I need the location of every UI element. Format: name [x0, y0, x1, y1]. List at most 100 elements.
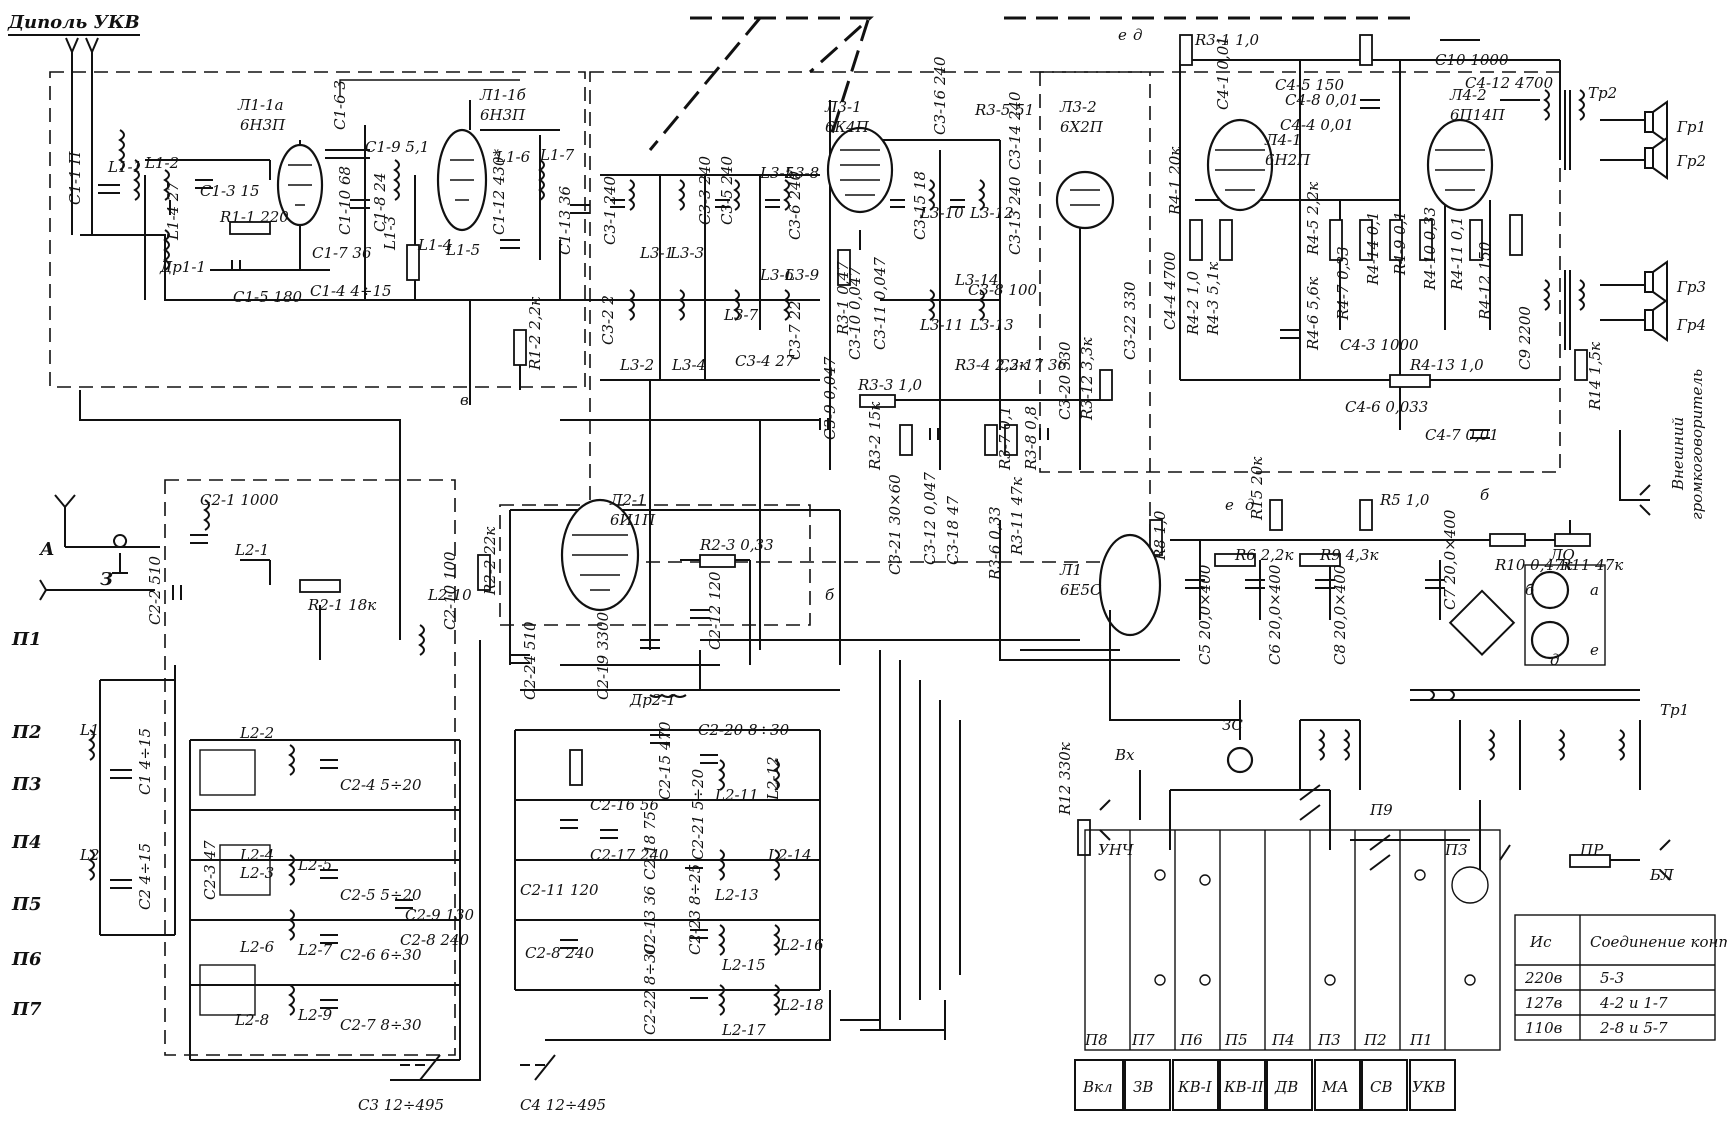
svg-text:R4-9 0,1: R4-9 0,1	[1391, 211, 1409, 276]
svg-text:С3-7 22: С3-7 22	[786, 301, 804, 361]
svg-text:б: б	[1480, 486, 1490, 504]
svg-text:С2-1 1000: С2-1 1000	[200, 491, 279, 509]
svg-text:R4-5 2,2к: R4-5 2,2к	[1304, 182, 1322, 256]
button-dv[interactable]	[1266, 1059, 1313, 1111]
button-sv[interactable]	[1361, 1059, 1408, 1111]
svg-text:б: б	[1525, 581, 1535, 599]
svg-text:R11 47к: R11 47к	[1559, 556, 1623, 574]
svg-text:L2-17: L2-17	[721, 1021, 766, 1039]
svg-text:А: А	[38, 539, 55, 560]
heterodyne-coil-bank: С2-15 470 С2-20 8÷30 L2-11 L2-12 С2-16 5…	[514, 721, 831, 1041]
svg-text:6П14П: 6П14П	[1450, 106, 1506, 124]
svg-text:С3-22 330: С3-22 330	[1121, 281, 1139, 360]
svg-text:R2-1 18к: R2-1 18к	[307, 596, 376, 614]
svg-text:МА[interactable]: МА	[1321, 1078, 1349, 1096]
svg-text:П8: П8	[1084, 1031, 1108, 1049]
button-ma[interactable]	[1314, 1059, 1361, 1111]
svg-text:П7: П7	[1131, 1031, 1155, 1049]
svg-text:П1: П1	[11, 629, 42, 650]
svg-text:С3-8 100: С3-8 100	[968, 281, 1037, 299]
button-ukv[interactable]	[1409, 1059, 1456, 1111]
button-kv2[interactable]	[1219, 1059, 1266, 1111]
svg-text:R3-5 51: R3-5 51	[974, 101, 1034, 119]
svg-text:R3-6 0,33: R3-6 0,33	[986, 506, 1004, 581]
svg-text:П6: П6	[11, 949, 42, 970]
svg-text:L2-11: L2-11	[714, 786, 759, 804]
svg-text:ЗВ[interactable]: ЗВ	[1133, 1078, 1153, 1096]
oscillator-coil-bank: L2-2 L2-3 L2-4 L2-5 L2-6 L2-7 L2-8 L2-9 …	[189, 724, 474, 1061]
svg-text:С6 20,0×400: С6 20,0×400	[1266, 564, 1284, 665]
svg-text:L2-7: L2-7	[297, 941, 333, 959]
svg-text:СВ[interactable]: СВ	[1370, 1078, 1393, 1096]
svg-text:С1-9 5,1: С1-9 5,1	[365, 138, 429, 156]
svg-text:С2-16 56: С2-16 56	[590, 796, 659, 814]
svg-text:С1-3 15: С1-3 15	[200, 182, 260, 200]
svg-text:L3-3: L3-3	[669, 244, 704, 262]
band-buttons[interactable]: Вкл ЗВ КВ-I КВ-II ДВ МА СВ УКВ	[1074, 1059, 1456, 1111]
svg-text:П6: П6	[1179, 1031, 1203, 1049]
svg-text:П3: П3	[11, 774, 42, 795]
svg-text:6Н3П: 6Н3П	[480, 106, 526, 124]
svg-text:С1-12 430*: С1-12 430*	[490, 148, 508, 235]
svg-text:С2-18 75: С2-18 75	[641, 811, 659, 880]
svg-text:С2-9 130: С2-9 130	[405, 906, 474, 924]
svg-text:Вкл[interactable]: Вкл	[1082, 1078, 1113, 1096]
svg-text:ДВ[interactable]: ДВ	[1274, 1078, 1298, 1096]
svg-text:д: д	[1133, 26, 1143, 44]
svg-text:Тр2: Тр2	[1588, 84, 1617, 102]
svg-text:Др1-1: Др1-1	[159, 258, 206, 276]
svg-text:КВ-II[interactable]: КВ-II	[1223, 1078, 1265, 1096]
svg-text:4-2 и 1-7: 4-2 и 1-7	[1599, 994, 1668, 1012]
svg-text:С1-1 П: С1-1 П	[66, 151, 84, 205]
svg-text:С4-4 4700: С4-4 4700	[1161, 251, 1179, 330]
svg-text:6Х2П: 6Х2П	[1060, 118, 1104, 136]
svg-text:Л4-2: Л4-2	[1449, 86, 1487, 104]
button-kv1[interactable]	[1172, 1059, 1219, 1111]
speaker-gr1-icon	[1644, 100, 1668, 144]
svg-text:С3-12 0,047: С3-12 0,047	[921, 472, 939, 565]
tube-l1-6e5c-icon	[1098, 533, 1162, 637]
svg-text:С2-8 240: С2-8 240	[400, 931, 469, 949]
svg-text:С3-14 240: С3-14 240	[1006, 91, 1024, 170]
svg-text:ЛО: ЛО	[1549, 546, 1575, 564]
svg-text:L2-1: L2-1	[234, 541, 269, 559]
svg-text:R4-14 0,1: R4-14 0,1	[1364, 211, 1382, 286]
svg-text:С4-7 0,01: С4-7 0,01	[1425, 426, 1499, 444]
svg-text:С4 12÷495: С4 12÷495	[520, 1096, 606, 1114]
svg-text:L2-15: L2-15	[721, 956, 766, 974]
svg-text:С3-4 27: С3-4 27	[735, 352, 795, 370]
button-zv[interactable]	[1124, 1059, 1171, 1111]
svg-text:С2-8 240: С2-8 240	[525, 944, 594, 962]
if-stage: С3-1 240 С3-2 2 L3-1 L3-2 L3-3 L3-4 С3-3…	[599, 56, 1139, 581]
svg-text:УКВ[interactable]: УКВ	[1412, 1078, 1445, 1096]
svg-text:R3-4 2,2к: R3-4 2,2к	[954, 356, 1028, 374]
svg-text:в: в	[460, 391, 469, 409]
svg-text:L1-7: L1-7	[539, 146, 575, 164]
button-vkl[interactable]	[1074, 1059, 1124, 1111]
svg-text:L3-8: L3-8	[784, 164, 819, 182]
svg-text:С3-15 18: С3-15 18	[911, 171, 929, 240]
svg-text:С1-6 3: С1-6 3	[331, 80, 349, 130]
rf-stage: С1-1 П L1-1 L1-2 С1-3 15 L1-4 27 R1-1 22…	[66, 79, 600, 405]
mains-connection-table: Ис Соединение контактов 220в 5-3 127в 4-…	[1514, 914, 1727, 1041]
svg-text:е: е	[1590, 641, 1599, 659]
svg-text:а: а	[1590, 581, 1599, 599]
svg-text:R6 2,2к: R6 2,2к	[1234, 546, 1293, 564]
svg-text:L3-1: L3-1	[639, 244, 674, 262]
svg-text:L2-14: L2-14	[767, 846, 812, 864]
svg-text:С2-15 470: С2-15 470	[656, 721, 674, 800]
svg-text:L2-6: L2-6	[239, 938, 275, 956]
svg-text:R3-12 3,3к: R3-12 3,3к	[1078, 337, 1096, 421]
svg-text:С4-8 0,01: С4-8 0,01	[1285, 91, 1359, 109]
svg-text:L1-1: L1-1	[107, 158, 142, 176]
svg-text:С8 20,0×400: С8 20,0×400	[1331, 564, 1349, 665]
svg-text:R3-7 0,1: R3-7 0,1	[996, 406, 1014, 471]
mixer-stage: Л2-1 6И1П R2-2 22к R2-3 0,33 С2-12 120 С…	[418, 491, 841, 709]
svg-text:С2-22 8÷30: С2-22 8÷30	[641, 943, 659, 1035]
svg-text:С3-1 240: С3-1 240	[601, 176, 619, 245]
svg-text:КВ-I[interactable]: КВ-I	[1177, 1078, 1213, 1096]
svg-text:П1: П1	[1409, 1031, 1433, 1049]
svg-text:R4-1 20к: R4-1 20к	[1166, 147, 1184, 216]
svg-text:С3-16 240: С3-16 240	[931, 56, 949, 135]
svg-text:L2-2: L2-2	[239, 724, 274, 742]
